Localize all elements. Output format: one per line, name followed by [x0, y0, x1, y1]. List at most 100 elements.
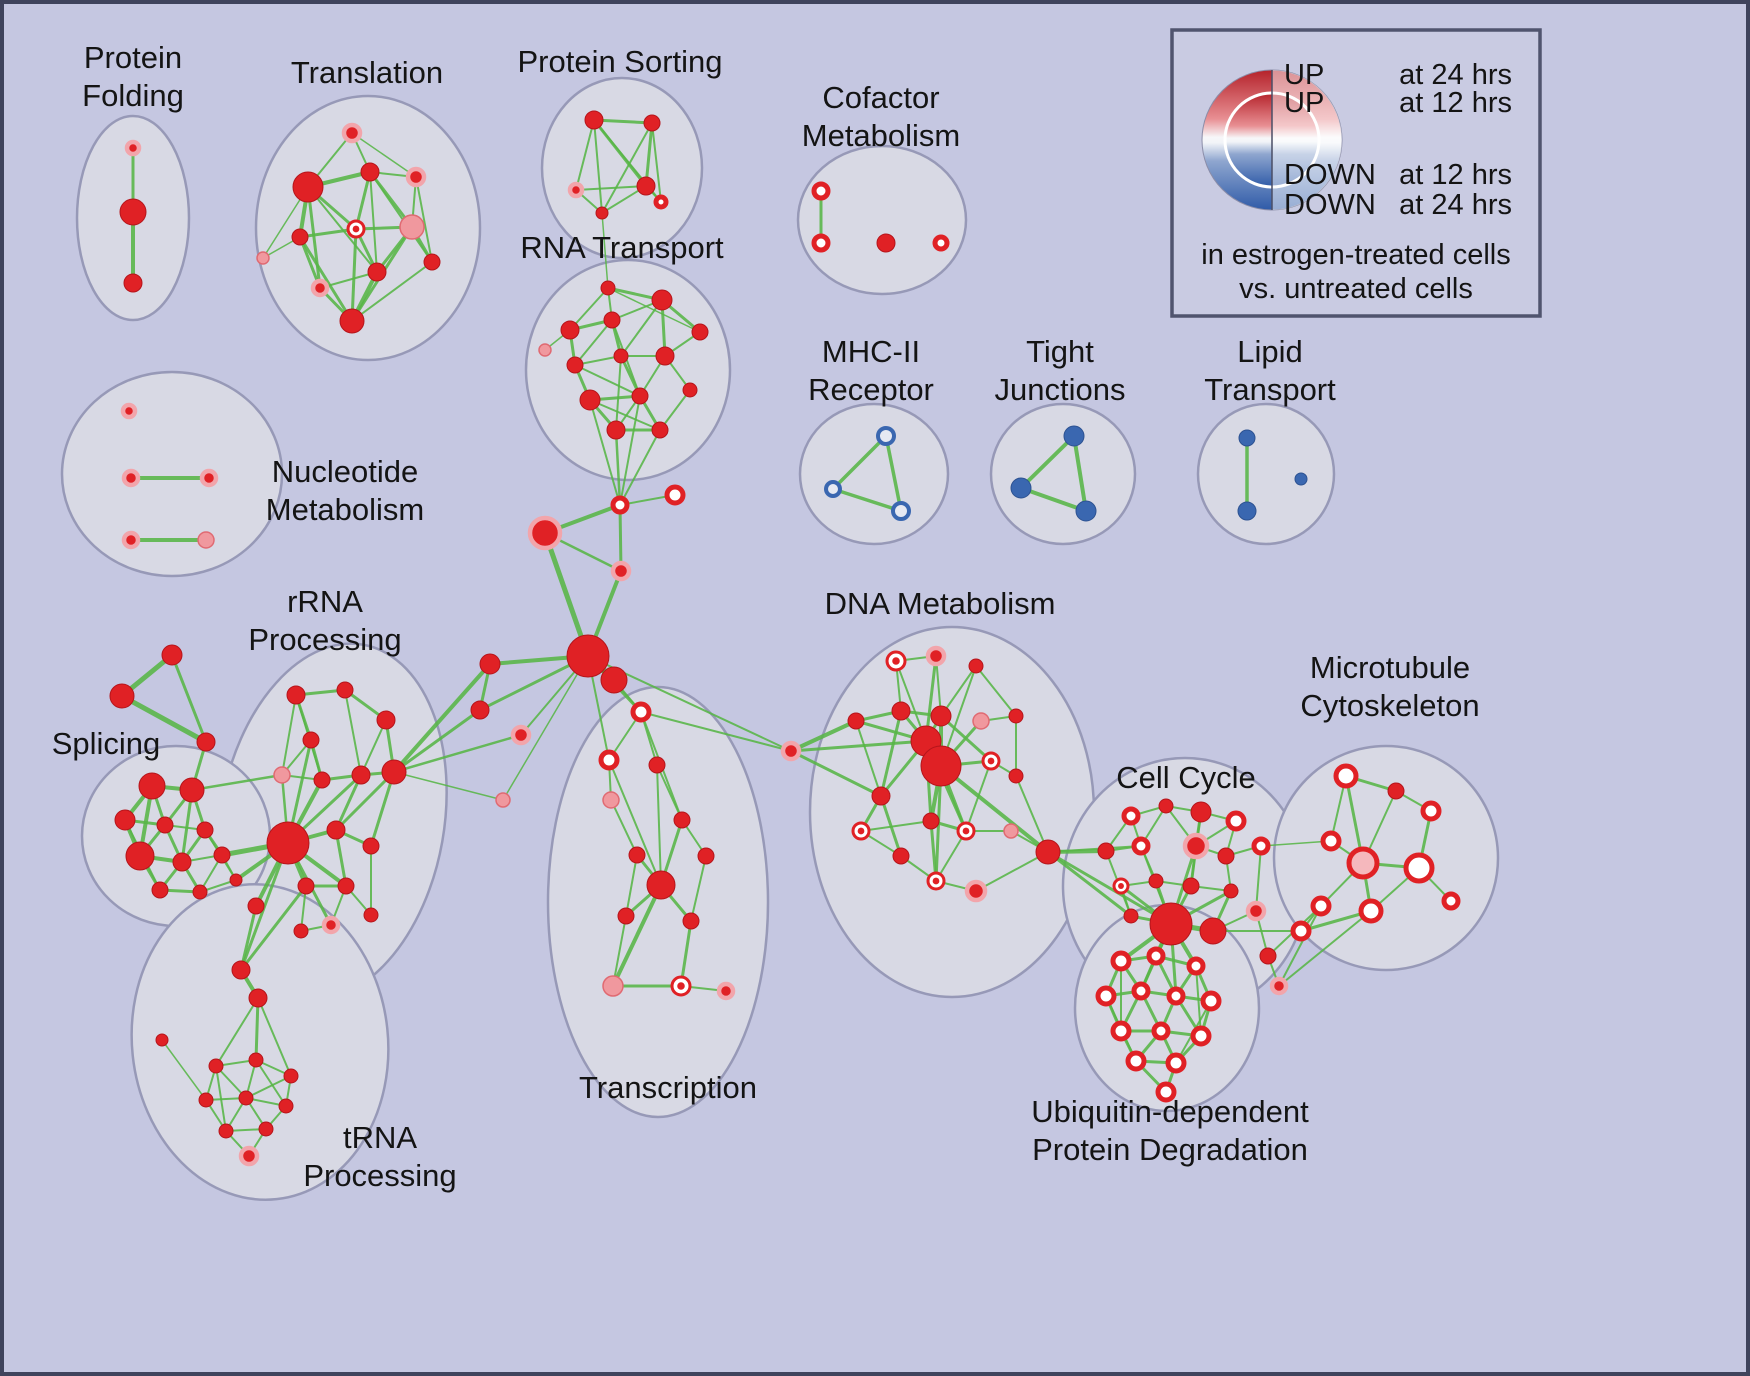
network-edge — [679, 919, 693, 988]
network-node-red — [470, 700, 490, 720]
network-node-red — [1123, 908, 1139, 924]
network-edge — [929, 819, 938, 883]
network-edge — [656, 764, 683, 821]
network-node-red — [179, 777, 205, 803]
network-node-open — [811, 233, 831, 253]
network-node-blue-open — [876, 426, 896, 446]
network-node-red — [326, 820, 346, 840]
network-edge — [610, 799, 638, 856]
network-edge — [393, 771, 504, 801]
cluster-label-lipid-transport: Transport — [1204, 372, 1336, 407]
cluster-label-splicing: Splicing — [52, 726, 161, 761]
network-node-red — [579, 389, 601, 411]
network-node-open — [1110, 950, 1132, 972]
network-node-open — [811, 181, 831, 201]
legend-row-down12-dir: DOWN — [1284, 159, 1376, 191]
network-node-pink — [972, 712, 990, 730]
network-node-red — [922, 812, 940, 830]
network-node-dot — [352, 225, 360, 233]
network-node-red — [196, 821, 214, 839]
network-node-red — [892, 847, 910, 865]
network-node-blue — [1063, 425, 1085, 447]
legend-note-line2: vs. untreated cells — [1239, 273, 1473, 305]
network-node-red — [351, 765, 371, 785]
network-edge — [574, 319, 613, 366]
network-edge — [1015, 775, 1049, 853]
legend-row-down24-time: at 24 hrs — [1399, 189, 1512, 221]
network-edge — [190, 773, 284, 792]
network-edge — [1019, 486, 1088, 513]
cluster-label-protein-sorting: Protein Sorting — [517, 44, 722, 79]
network-edge — [344, 689, 362, 776]
network-node-red — [920, 745, 962, 787]
network-edge — [254, 996, 260, 1062]
network-edge — [170, 653, 208, 744]
network-node-pink — [602, 975, 624, 997]
network-edge — [593, 119, 603, 214]
network-edge — [939, 764, 1050, 854]
network-node-red — [566, 356, 584, 374]
network-node-open — [653, 194, 669, 210]
network-node-halo — [124, 139, 142, 157]
network-node-open — [1310, 895, 1332, 917]
network-edge — [542, 530, 591, 659]
network-node-red — [1199, 917, 1227, 945]
cluster-dna-metabolism — [808, 625, 1096, 999]
cluster-label-mhc-ii-receptor: Receptor — [808, 372, 934, 407]
network-node-open — [1131, 836, 1151, 856]
network-node-red — [196, 732, 216, 752]
network-node-red — [617, 907, 635, 925]
cluster-label-mhc-ii-receptor: MHC-II — [822, 334, 920, 369]
network-node-red — [891, 701, 911, 721]
legend-right-fade — [1272, 70, 1342, 210]
network-node-open — [1320, 830, 1342, 852]
network-node-halo — [121, 530, 141, 550]
cluster-label-ubiquitin-degradation: Protein Degradation — [1032, 1132, 1308, 1167]
network-node-halo — [925, 645, 947, 667]
network-node-halo — [1269, 976, 1289, 996]
network-node-red — [646, 870, 676, 900]
network-node-open — [1190, 1025, 1212, 1047]
cluster-label-translation: Translation — [291, 55, 443, 90]
network-node-open — [610, 495, 630, 515]
network-node-red — [229, 873, 243, 887]
network-node-red — [682, 382, 698, 398]
network-edge — [575, 185, 647, 191]
cluster-cofactor-metabolism — [796, 144, 968, 296]
cluster-lipid-transport — [1196, 402, 1336, 546]
network-edge — [625, 854, 638, 917]
network-node-dot — [677, 982, 685, 990]
network-edge — [614, 428, 622, 507]
network-edge — [644, 121, 654, 188]
network-node-red — [655, 346, 675, 366]
network-node-pink — [256, 251, 270, 265]
network-edge — [1072, 434, 1088, 513]
network-node-blue-open — [891, 501, 911, 521]
cluster-label-protein-folding: Protein — [84, 40, 182, 75]
network-edge — [575, 119, 595, 191]
network-edge — [1047, 845, 1142, 853]
network-node-red — [648, 756, 666, 774]
legend-row-down24-dir: DOWN — [1284, 189, 1376, 221]
network-edge — [161, 1039, 207, 1101]
network-node-red — [297, 877, 315, 895]
network-node-red — [1223, 883, 1239, 899]
network-node-red — [423, 253, 441, 271]
cluster-microtubule-cytoskeleton — [1272, 744, 1500, 972]
network-node-blue — [1075, 500, 1097, 522]
cluster-label-nucleotide-metabolism: Nucleotide — [272, 454, 418, 489]
network-edge — [1019, 434, 1076, 490]
legend-row-up12-time: at 12 hrs — [1399, 87, 1512, 119]
network-edge — [257, 997, 292, 1077]
network-node-red — [628, 846, 646, 864]
network-node-open — [1225, 810, 1247, 832]
network-node-open — [1403, 852, 1435, 884]
network-node-red — [930, 705, 952, 727]
network-node-halo — [199, 468, 219, 488]
network-node-red — [1190, 801, 1212, 823]
network-node-red — [231, 960, 251, 980]
network-node-open — [1420, 800, 1442, 822]
network-edge — [351, 132, 417, 178]
